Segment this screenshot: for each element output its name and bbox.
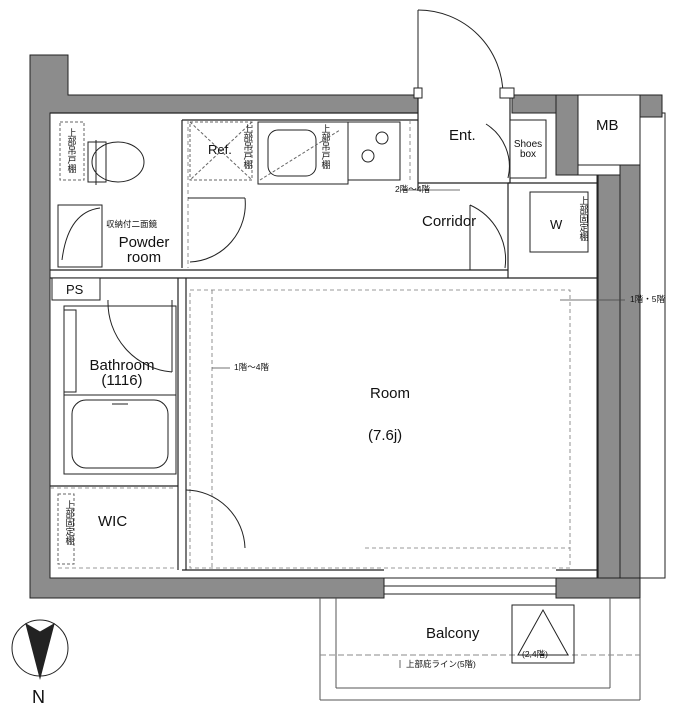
note-storage-mirror: 収納付二面鏡	[106, 219, 158, 229]
ps-box	[51, 277, 101, 301]
mb-wall-right	[639, 94, 663, 118]
ent-label: Ent.	[449, 127, 476, 144]
compass-label: N	[32, 687, 45, 707]
vanity	[57, 204, 103, 268]
note-eaves-line: 上部庇ライン(5階)	[406, 659, 476, 669]
note-floors-2-4: 2階～4階	[395, 184, 430, 194]
note-floors-1-4: 1階～4階	[234, 362, 269, 372]
powder-room-door	[188, 197, 246, 263]
mb-wall-left	[555, 94, 579, 176]
toilet-upper-cabinet	[59, 121, 85, 181]
ent-inner-swing	[485, 123, 510, 179]
note-wic-shelf: 上部固定棚	[64, 500, 75, 545]
note-washer-shelf: 上部固定棚	[578, 196, 589, 241]
mb-label: MB	[596, 117, 619, 134]
wic-label: WIC	[98, 513, 128, 530]
bathroom-line-1: Bathroom	[89, 357, 155, 374]
shoes-box-label: Shoes box	[512, 140, 544, 160]
bathroom-label: Bathroom (1116)	[82, 358, 162, 388]
compass	[11, 619, 69, 680]
corridor-label: Corridor	[422, 213, 477, 230]
bathroom-door	[107, 299, 173, 373]
interior-walls	[50, 95, 599, 578]
leader-lines	[212, 189, 625, 668]
room-label: Room	[370, 385, 411, 402]
mb-box	[577, 94, 641, 166]
washer-area	[529, 191, 589, 253]
note-sink-cabinet: 上部吊戸棚	[320, 124, 331, 169]
shoes-box-line-1: Shoes	[513, 139, 543, 150]
balcony-unit	[511, 604, 575, 664]
balcony-outline	[319, 598, 641, 701]
bathroom-line-2: (1116)	[101, 372, 143, 389]
powder-room-line-1: Powder	[118, 234, 170, 251]
balcony-label: Balcony	[426, 625, 480, 642]
note-balcony-floors: (2,4階)	[522, 649, 548, 659]
note-toilet-cabinet: 上部吊戸棚	[66, 128, 77, 173]
wic-door	[185, 489, 246, 549]
wic-upper-shelf	[57, 493, 75, 565]
room-size-label: (7.6j)	[368, 427, 403, 444]
note-floors-1-5: 1階・5階	[630, 294, 665, 304]
w-label: W	[550, 217, 563, 232]
ref-label: Ref.	[208, 142, 232, 157]
east-wall	[619, 112, 641, 599]
powder-room-line-2: room	[126, 249, 162, 266]
bathroom-fixtures	[63, 305, 177, 475]
toilet	[87, 140, 145, 185]
note-ref-cabinet: 上部吊戸棚	[242, 124, 253, 169]
shoes-box-line-2: box	[519, 149, 537, 160]
kitchen	[189, 121, 401, 185]
room-dashed-lines	[50, 120, 571, 569]
shoes-box	[509, 119, 547, 179]
corridor-door	[469, 204, 507, 270]
balcony-window	[383, 577, 557, 595]
entrance-door	[413, 9, 515, 99]
powder-room-label: Powder room	[112, 235, 176, 265]
ps-label: PS	[66, 282, 84, 297]
south-wall-right	[555, 577, 641, 599]
